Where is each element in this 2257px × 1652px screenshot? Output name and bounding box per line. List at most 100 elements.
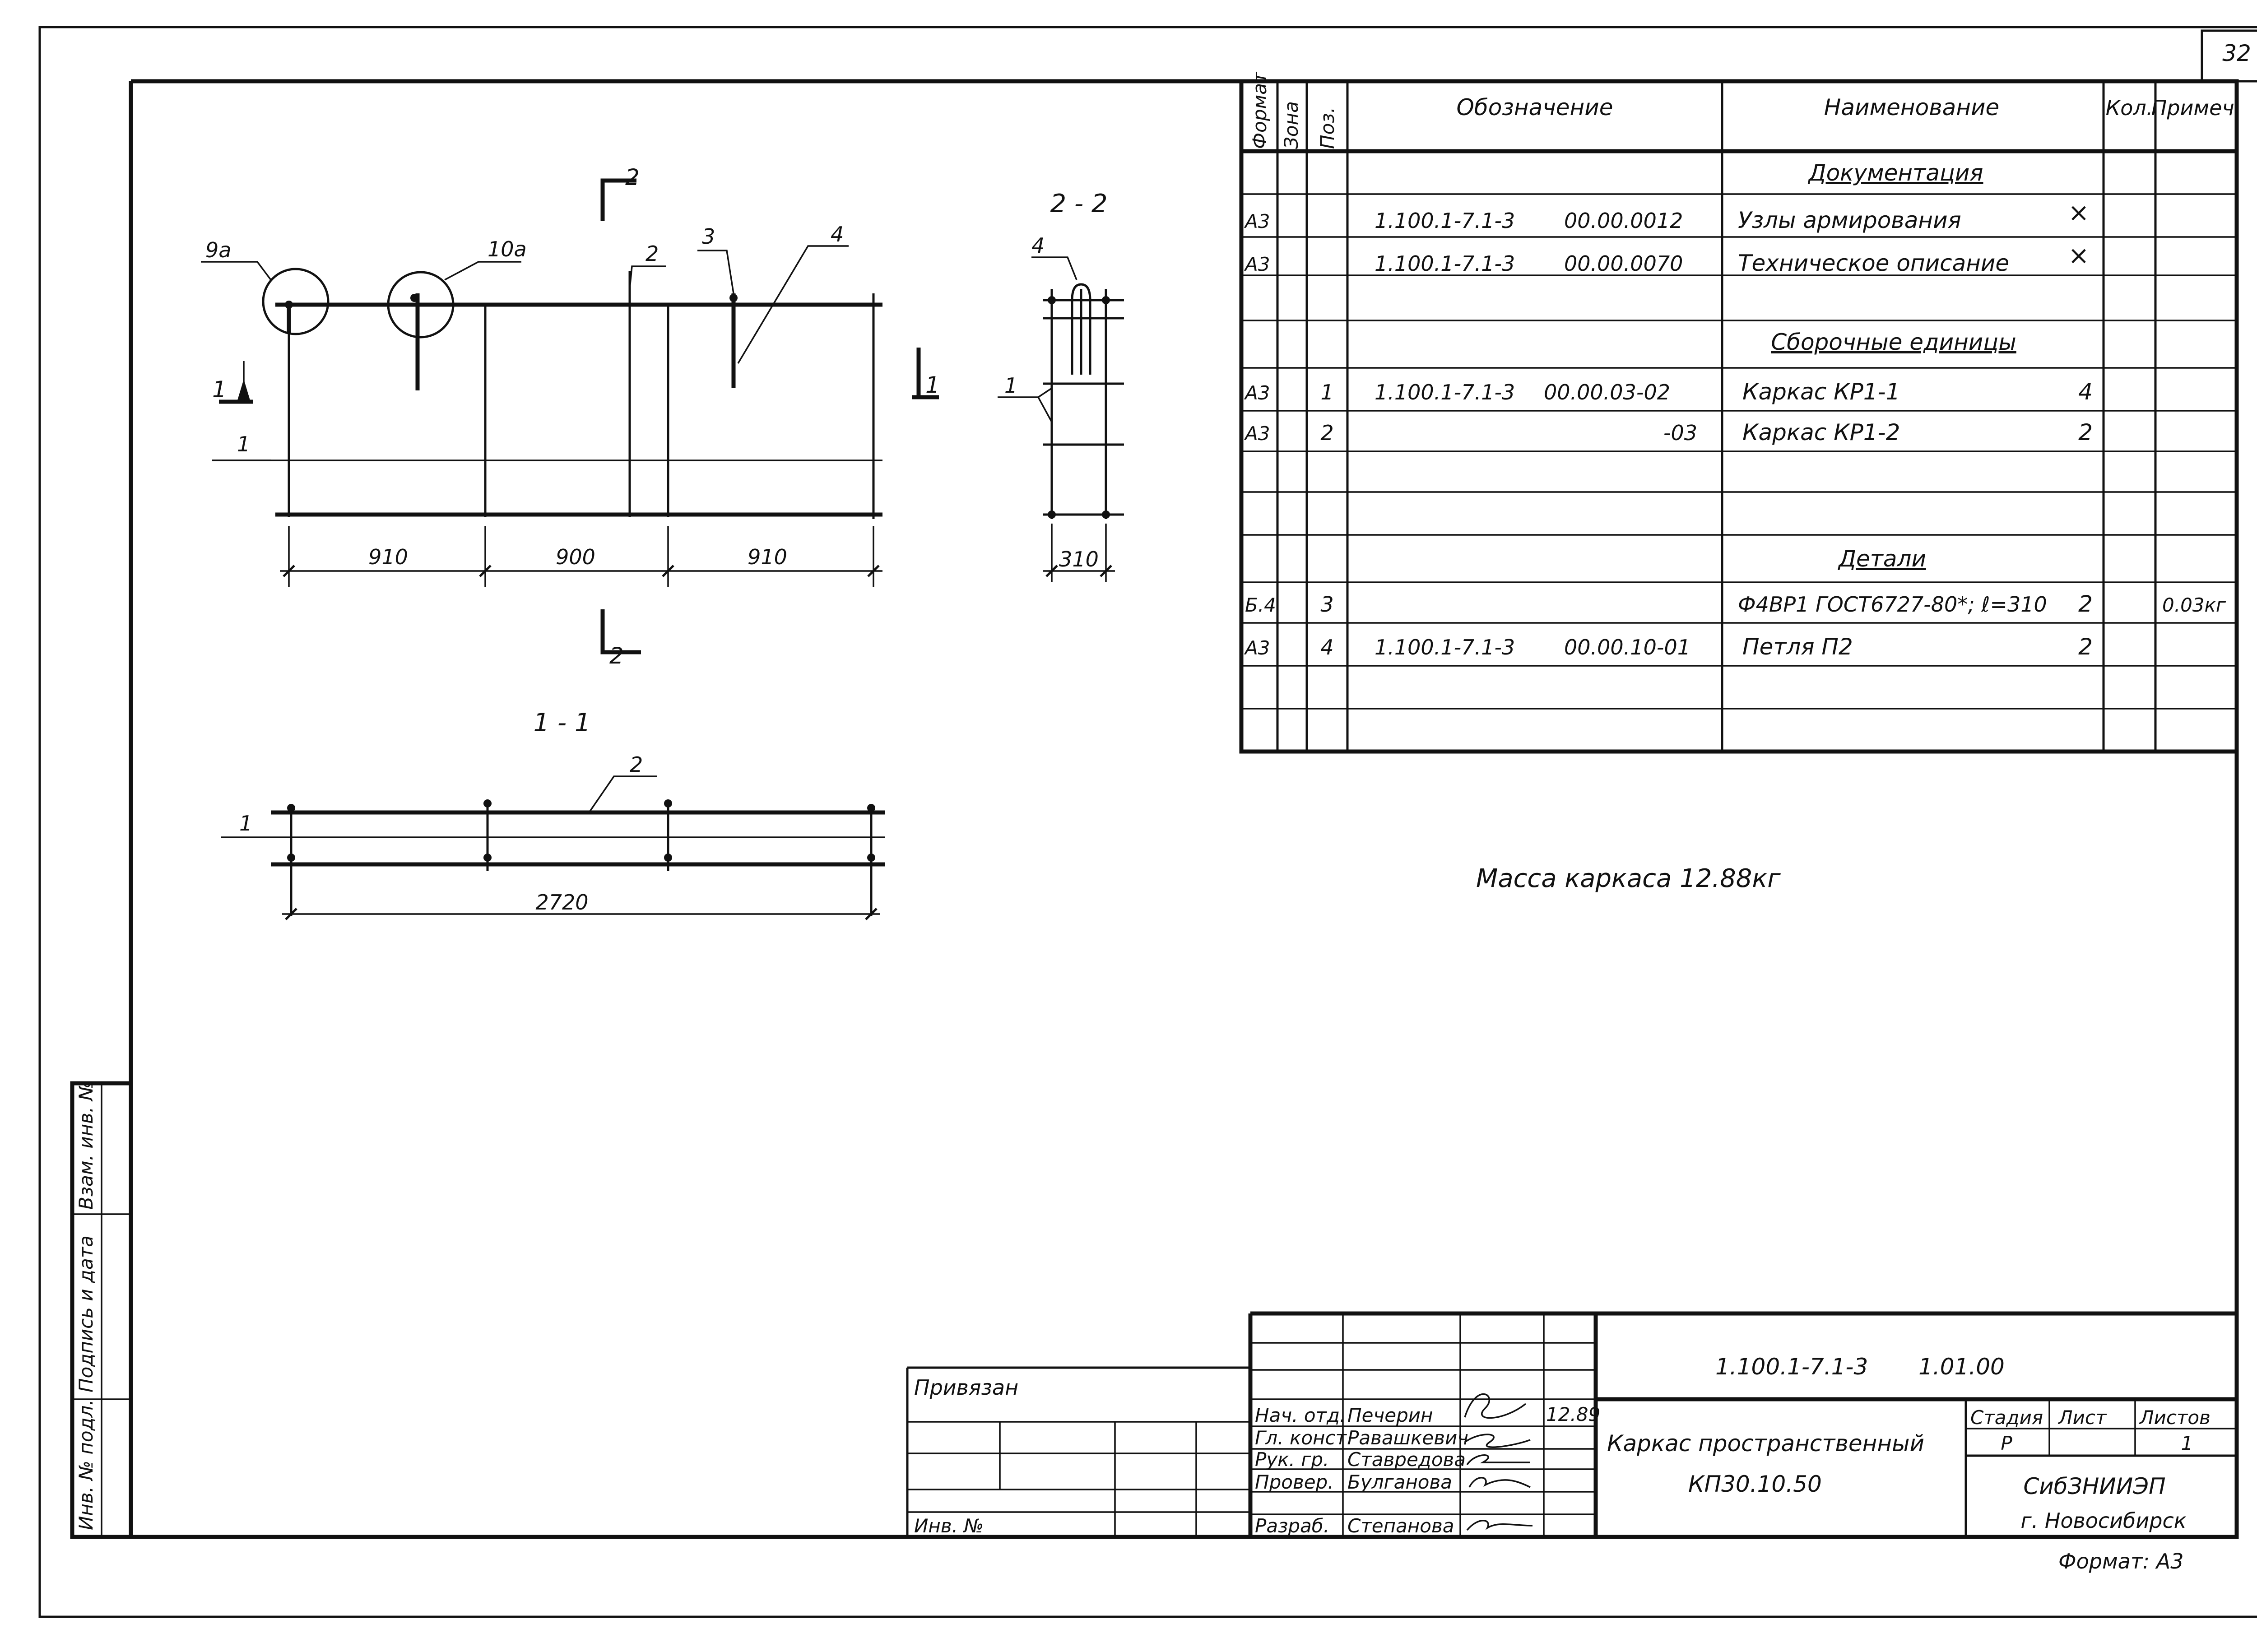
table-row: А3 4 1.100.1-7.1-3 00.00.10-01 Петля П2 … [1244, 634, 2093, 660]
section-2-2: 2 - 2 4 1 310 [998, 189, 1124, 582]
svg-text:2: 2 [2078, 591, 2093, 617]
callout-circle-9a [262, 268, 330, 335]
svg-text:А3: А3 [1244, 422, 1270, 445]
role-1: Гл. конст. [1255, 1427, 1352, 1449]
sheets-label: Листов [2139, 1406, 2211, 1429]
table-row: А3 1.100.1-7.1-3 00.00.0012 Узлы армиров… [1244, 198, 2089, 233]
svg-text:3: 3 [1320, 592, 1333, 617]
section-assemblies: Сборочные единицы [1771, 329, 2016, 355]
hdr-zone: Зона [1280, 101, 1302, 149]
section-2-2-title: 2 - 2 [1050, 189, 1107, 218]
hdr-format: Формат [1249, 71, 1271, 149]
cut-2-bottom: 2 [609, 643, 624, 669]
svg-text:-03: -03 [1663, 421, 1697, 445]
dim-2720: 2720 [535, 890, 588, 914]
table-row: А3 1.100.1-7.1-3 00.00.0070 Техническое … [1244, 241, 2089, 276]
svg-text:А3: А3 [1244, 210, 1270, 232]
signature-3 [1468, 1477, 1531, 1488]
callout-1-section-11: 1 [239, 811, 252, 835]
svg-text:×: × [2068, 241, 2090, 270]
svg-text:2: 2 [1320, 421, 1333, 445]
mass-note: Масса каркаса 12.88кг [1476, 864, 1781, 893]
role-3: Провер. [1255, 1471, 1334, 1493]
svg-text:1: 1 [1320, 380, 1333, 404]
sheet-number: 32 [2222, 40, 2251, 66]
inv-no-label: Инв. № [914, 1515, 984, 1537]
stage-label: Стадия [1970, 1406, 2043, 1429]
hdr-designation: Обозначение [1457, 94, 1613, 121]
title-block: Привязан Инв. № Нач. отд. Печерин 12.89 … [906, 1311, 2237, 1573]
format-label: Формат: А3 [2058, 1549, 2183, 1573]
svg-text:Каркас КР1-2: Каркас КР1-2 [1742, 419, 1900, 445]
signature-2 [1466, 1454, 1530, 1466]
sheet-label: Лист [2057, 1406, 2107, 1429]
role-2: Рук. гр. [1255, 1448, 1329, 1471]
cut-1-right: 1 [925, 372, 940, 398]
table-row: А3 1 1.100.1-7.1-3 00.00.03-02 Каркас КР… [1244, 379, 2093, 405]
section-documentation: Документация [1808, 160, 1983, 186]
role-4: Разраб. [1255, 1515, 1329, 1537]
callout-9a: 9а [205, 238, 231, 262]
svg-text:Б.4: Б.4 [1245, 594, 1276, 616]
sheet-date: 12.89 [1546, 1403, 1600, 1425]
org-city: г. Новосибирск [2020, 1508, 2186, 1533]
dim-900: 900 [556, 545, 595, 569]
svg-text:Узлы армирования: Узлы армирования [1738, 207, 1961, 233]
plan-view: 9а 10а 3 4 2 1 2 2 1 1 910 900 9 [201, 164, 940, 669]
svg-text:1.100.1-7.1-3: 1.100.1-7.1-3 [1375, 209, 1515, 233]
left-strip: Инв. № подл. Подпись и дата Взам. инв. № [70, 1081, 133, 1539]
section-1-1: 1 - 1 2 1 2720 [221, 708, 885, 920]
hdr-note: Примеч. [2151, 96, 2241, 120]
dim-310: 310 [1059, 547, 1099, 571]
hdr-qty: Кол. [2106, 96, 2153, 120]
callout-4: 4 [831, 222, 844, 246]
org-name: СибЗНИИЭП [2023, 1473, 2165, 1499]
callout-2-section: 2 [630, 752, 643, 777]
dim-910-a: 910 [368, 545, 408, 569]
callout-1-section: 1 [1004, 373, 1017, 398]
dim-910-b: 910 [748, 545, 787, 569]
role-0: Нач. отд. [1255, 1404, 1346, 1426]
callout-10a: 10а [488, 237, 527, 261]
table-row: Б.4 3 Ф4ВР1 ГОСТ6727-80*; ℓ=310 2 0.03кг [1245, 591, 2226, 617]
svg-text:0.03кг: 0.03кг [2162, 594, 2226, 616]
table-row: А3 2 -03 Каркас КР1-2 2 [1244, 419, 2093, 445]
name-1: Равашкевич [1347, 1427, 1468, 1449]
svg-text:Каркас КР1-1: Каркас КР1-1 [1742, 379, 1900, 405]
svg-text:1.100.1-7.1-3: 1.100.1-7.1-3 [1375, 635, 1515, 659]
callout-1: 1 [237, 432, 250, 456]
svg-text:2: 2 [2078, 634, 2093, 660]
svg-text:00.00.10-01: 00.00.10-01 [1564, 635, 1690, 659]
signature-0 [1464, 1393, 1527, 1419]
outer-border [38, 26, 2257, 1618]
svg-text:Техническое описание: Техническое описание [1738, 250, 2009, 276]
svg-text:4: 4 [1320, 635, 1333, 659]
callout-4-section: 4 [1031, 233, 1045, 258]
name-3: Булганова [1347, 1471, 1452, 1493]
svg-text:00.00.0012: 00.00.0012 [1564, 209, 1683, 233]
privyazan-label: Привязан [914, 1375, 1018, 1400]
replace-inv-label: Взам. инв. № [75, 1081, 97, 1210]
callout-2: 2 [646, 241, 659, 266]
cut-1-left: 1 [212, 376, 227, 403]
callout-3: 3 [702, 224, 715, 249]
name-2: Ставредова [1347, 1448, 1466, 1471]
name-0: Печерин [1347, 1404, 1433, 1426]
svg-text:00.00.03-02: 00.00.03-02 [1544, 380, 1670, 404]
svg-text:1.100.1-7.1-3: 1.100.1-7.1-3 [1375, 380, 1515, 404]
sign-date-label: Подпись и дата [75, 1235, 97, 1392]
signature-1 [1464, 1434, 1531, 1448]
svg-text:×: × [2068, 198, 2090, 227]
svg-text:А3: А3 [1244, 382, 1270, 404]
section-1-1-title: 1 - 1 [533, 708, 590, 738]
inner-frame [129, 79, 2239, 1539]
section-details: Детали [1838, 546, 1926, 572]
svg-text:А3: А3 [1244, 637, 1270, 659]
callout-circle-10a [387, 271, 455, 339]
doc-sheet: 1.01.00 [1918, 1354, 2005, 1380]
svg-text:А3: А3 [1244, 253, 1270, 275]
name-4: Степанова [1347, 1515, 1454, 1537]
svg-text:Ф4ВР1 ГОСТ6727-80*; ℓ=310: Ф4ВР1 ГОСТ6727-80*; ℓ=310 [1738, 592, 2047, 617]
signature-4 [1466, 1520, 1533, 1531]
